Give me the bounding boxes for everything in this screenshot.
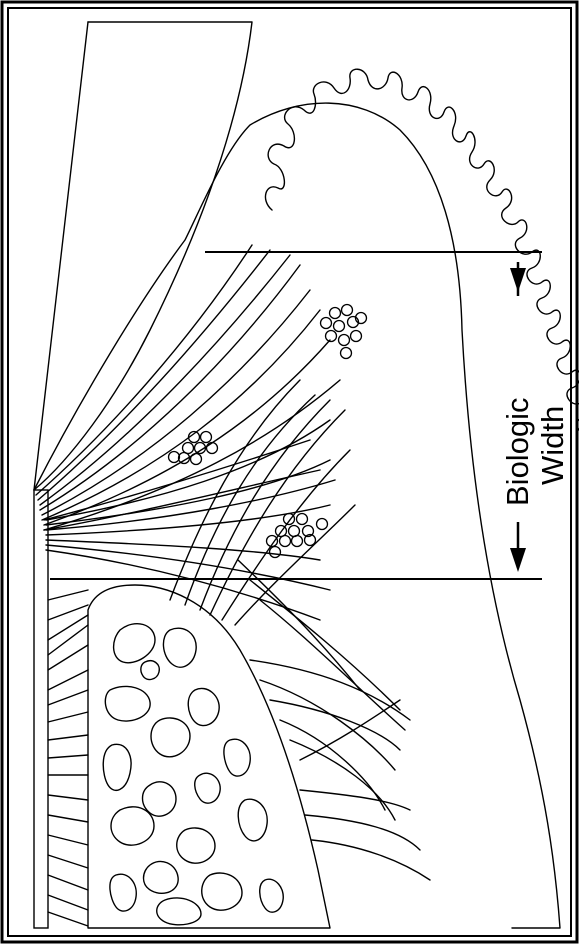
arrow-down-icon [510, 522, 526, 572]
root-surface [34, 490, 48, 928]
cell-cluster [169, 432, 218, 465]
periodontal-fibers [48, 590, 88, 926]
cell-cluster [321, 305, 367, 359]
gingival-fibers [36, 245, 430, 880]
alveolar-bone [88, 585, 330, 928]
label-line-width: Width [535, 406, 570, 485]
biologic-width-label: Biologic Width [500, 397, 570, 506]
cell-cluster [267, 514, 328, 558]
arrow-up-icon [510, 262, 526, 296]
label-line-biologic: Biologic [500, 397, 535, 506]
